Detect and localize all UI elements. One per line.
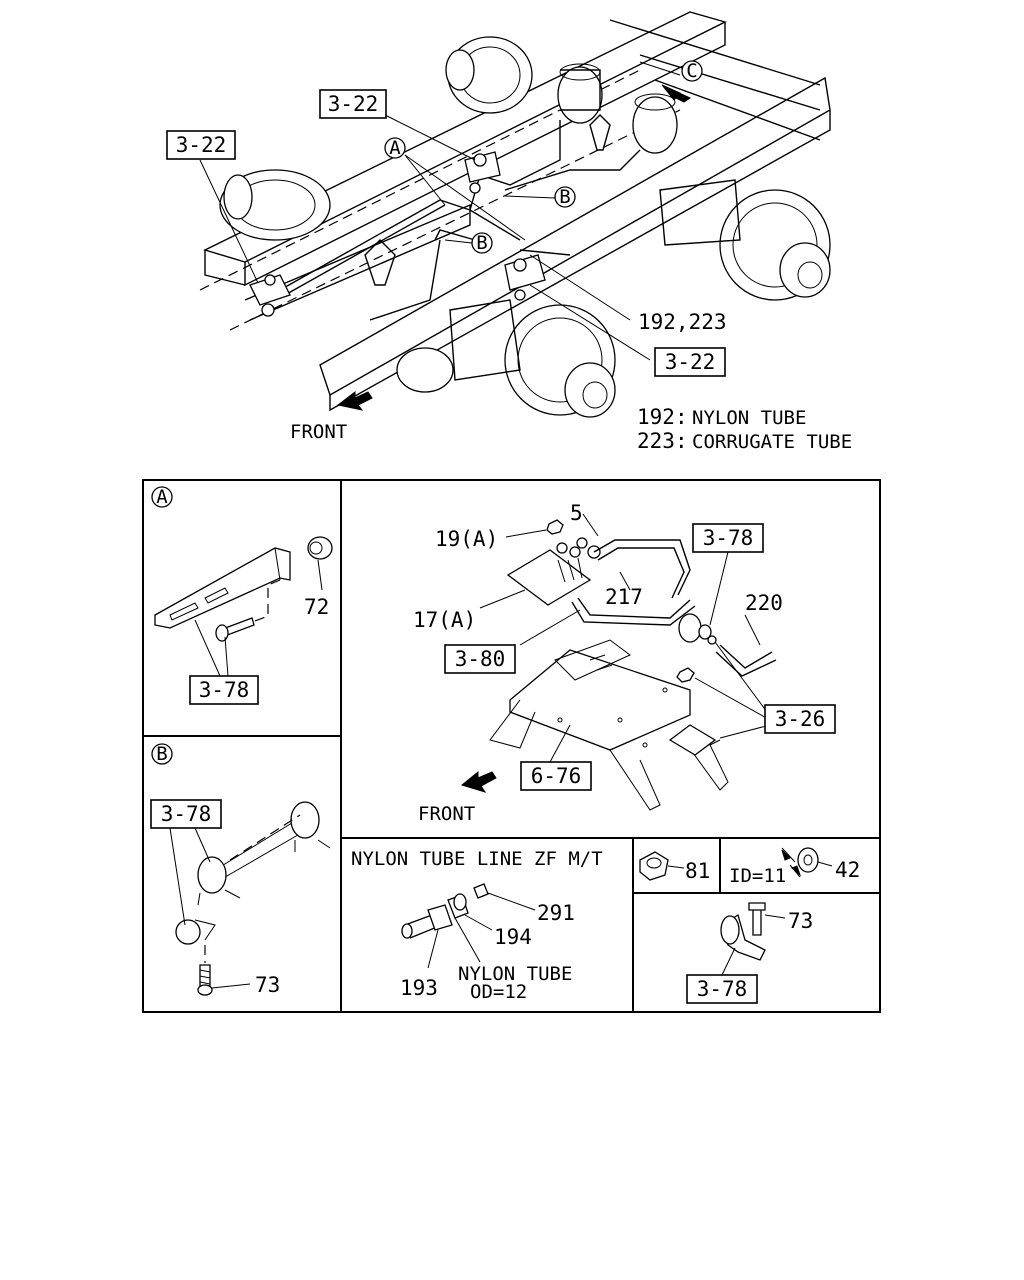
part-label-194: 194 <box>494 925 532 949</box>
nylon-tube-label: NYLON TUBE <box>458 963 572 985</box>
ref-box-3-22-bottom: 3-22 <box>654 347 726 377</box>
part-label-5: 5 <box>570 501 583 525</box>
legend: 192 : NYLON TUBE 223 : CORRUGATE TUBE <box>637 405 852 453</box>
svg-text:3-22: 3-22 <box>665 350 716 374</box>
front-label-top: FRONT <box>290 421 347 443</box>
relay-valve-bottom <box>504 254 546 301</box>
air-chamber-2 <box>632 93 678 154</box>
nylon-tube-od: OD=12 <box>470 981 527 1003</box>
panel-main: 19(A) 5 217 3-80 17(A) 3 <box>413 501 836 825</box>
part-label-42: 42 <box>835 858 860 882</box>
connector-fitting <box>678 613 717 645</box>
legend-192-num: 192 <box>637 405 675 429</box>
chassis-assembly-drawing <box>199 11 831 418</box>
callout-a-top: A <box>384 137 406 159</box>
panel-73: 73 3-78 <box>686 902 813 1004</box>
ref-box-3-80: 3-80 <box>455 647 506 671</box>
detail-grid <box>142 479 881 1013</box>
legend-223-num: 223 <box>637 429 675 453</box>
relay-valve-center <box>464 151 501 194</box>
part-label-291: 291 <box>537 901 575 925</box>
part-label-19a: 19(A) <box>435 527 498 551</box>
legend-192-desc: NYLON TUBE <box>692 407 806 429</box>
ref-box-6-76: 6-76 <box>531 764 582 788</box>
ref-box-3-22-left: 3-22 <box>166 130 236 160</box>
ref-box-3-22-top: 3-22 <box>319 89 387 119</box>
part-label-73-panel-b: 73 <box>255 973 280 997</box>
legend-223-sep: : <box>675 429 688 453</box>
svg-text:A: A <box>389 137 401 159</box>
rear-wheel-top <box>445 36 533 114</box>
left-wheel <box>219 169 331 241</box>
callout-b2-top: B <box>471 232 493 254</box>
legend-192-sep: : <box>675 405 688 429</box>
relay-valve-left <box>249 274 291 317</box>
panel-42: ID=11 42 <box>729 847 860 887</box>
svg-text:C: C <box>686 60 697 82</box>
panel-a-callout: A <box>156 486 168 508</box>
ref-box-3-78-panel-b: 3-78 <box>161 802 212 826</box>
svg-text:3-22: 3-22 <box>328 92 379 116</box>
part-label-81: 81 <box>685 859 710 883</box>
svg-text:B: B <box>476 232 487 254</box>
part-label-192-223: 192,223 <box>638 310 727 334</box>
air-chamber-1 <box>557 63 603 124</box>
washer-id-label: ID=11 <box>729 865 786 887</box>
callout-c-top: C <box>681 60 703 82</box>
part-label-72: 72 <box>304 595 329 619</box>
panel-a: A 72 3-78 <box>151 486 333 705</box>
part-label-217: 217 <box>605 585 643 609</box>
panel-b-callout: B <box>156 743 167 765</box>
right-wheel <box>659 179 831 301</box>
part-label-73-panel-73: 73 <box>788 909 813 933</box>
svg-text:3-22: 3-22 <box>176 133 227 157</box>
bottom-wheel <box>396 299 616 418</box>
callout-b1-top: B <box>554 186 576 208</box>
part-label-193: 193 <box>400 976 438 1000</box>
ref-box-3-78-panel-73: 3-78 <box>697 977 748 1001</box>
svg-text:B: B <box>559 186 570 208</box>
part-label-220: 220 <box>745 591 783 615</box>
panel-81: 81 <box>639 851 710 883</box>
panel-nylon-tube: NYLON TUBE LINE ZF M/T 291 194 193 NYLON… <box>351 848 603 1003</box>
mounting-bracket <box>489 639 729 811</box>
ref-box-3-78-main: 3-78 <box>703 526 754 550</box>
front-label-main: FRONT <box>418 803 475 825</box>
ref-box-3-26: 3-26 <box>775 707 826 731</box>
nylon-panel-title: NYLON TUBE LINE ZF M/T <box>351 848 603 870</box>
ref-box-3-78-panel-a: 3-78 <box>199 678 250 702</box>
panel-b: B 3-78 73 <box>150 743 331 997</box>
part-label-17a: 17(A) <box>413 608 476 632</box>
legend-223-desc: CORRUGATE TUBE <box>692 431 852 453</box>
